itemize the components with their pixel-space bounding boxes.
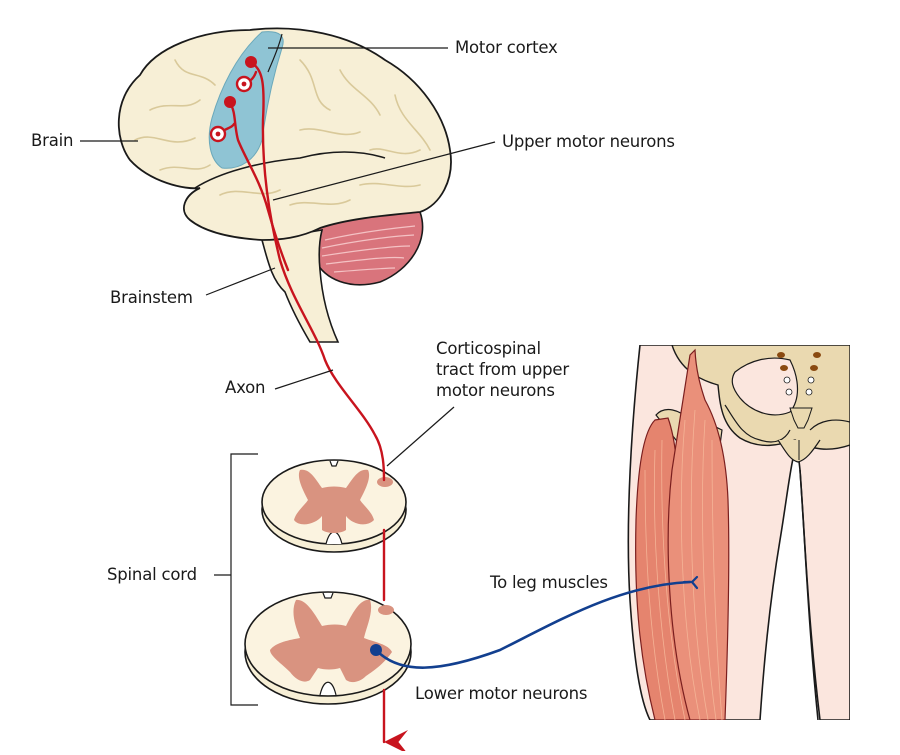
spinal-cord-bracket (214, 453, 258, 706)
gray-matter-lower (270, 599, 392, 683)
lower-motor-axon (374, 580, 692, 669)
synapse-target-1 (235, 75, 253, 93)
upper-axon-1 (249, 60, 386, 482)
label-corticospinal-line-2: tract from upper (436, 360, 569, 379)
spinal-cord-section-lower (244, 591, 412, 705)
label-corticospinal-line-1: Corticospinal (436, 339, 541, 358)
label-upper-motor-neurons: Upper motor neurons (502, 132, 675, 151)
label-brain: Brain (31, 131, 74, 150)
upper-axon-2 (228, 101, 290, 272)
label-brainstem: Brainstem (110, 288, 193, 307)
leader-lines (80, 47, 496, 706)
lower-neuron-soma (370, 644, 382, 656)
label-corticospinal-tract: Corticospinal tract from upper motor neu… (436, 338, 606, 401)
neuron-soma-2 (224, 96, 236, 108)
gray-matter-upper (294, 469, 374, 533)
leader-corticospinal (386, 406, 455, 467)
lateral-fissure (194, 151, 386, 189)
upper-motor-neuron-pathway (216, 60, 408, 754)
label-to-leg-muscles: To leg muscles (490, 573, 608, 592)
label-motor-cortex: Motor cortex (455, 38, 558, 57)
synapse-target-2 (209, 125, 227, 143)
neuron-soma-1 (245, 56, 257, 68)
leg-illustration (600, 345, 850, 720)
label-corticospinal-line-3: motor neurons (436, 381, 555, 400)
leader-axon (274, 369, 334, 390)
leader-upper-motor-neurons (272, 141, 496, 201)
spinal-cord-section-upper (261, 459, 407, 553)
label-spinal-cord: Spinal cord (107, 565, 197, 584)
neuromuscular-junction (682, 575, 699, 590)
label-lower-motor-neurons: Lower motor neurons (415, 684, 588, 703)
cerebrum (117, 27, 452, 241)
neuron-cell-bodies (209, 56, 257, 143)
label-axon: Axon (225, 378, 266, 397)
lower-motor-neuron-pathway (370, 575, 699, 669)
brain-illustration (117, 27, 452, 343)
leader-brainstem (205, 267, 276, 296)
brainstem (260, 229, 340, 343)
